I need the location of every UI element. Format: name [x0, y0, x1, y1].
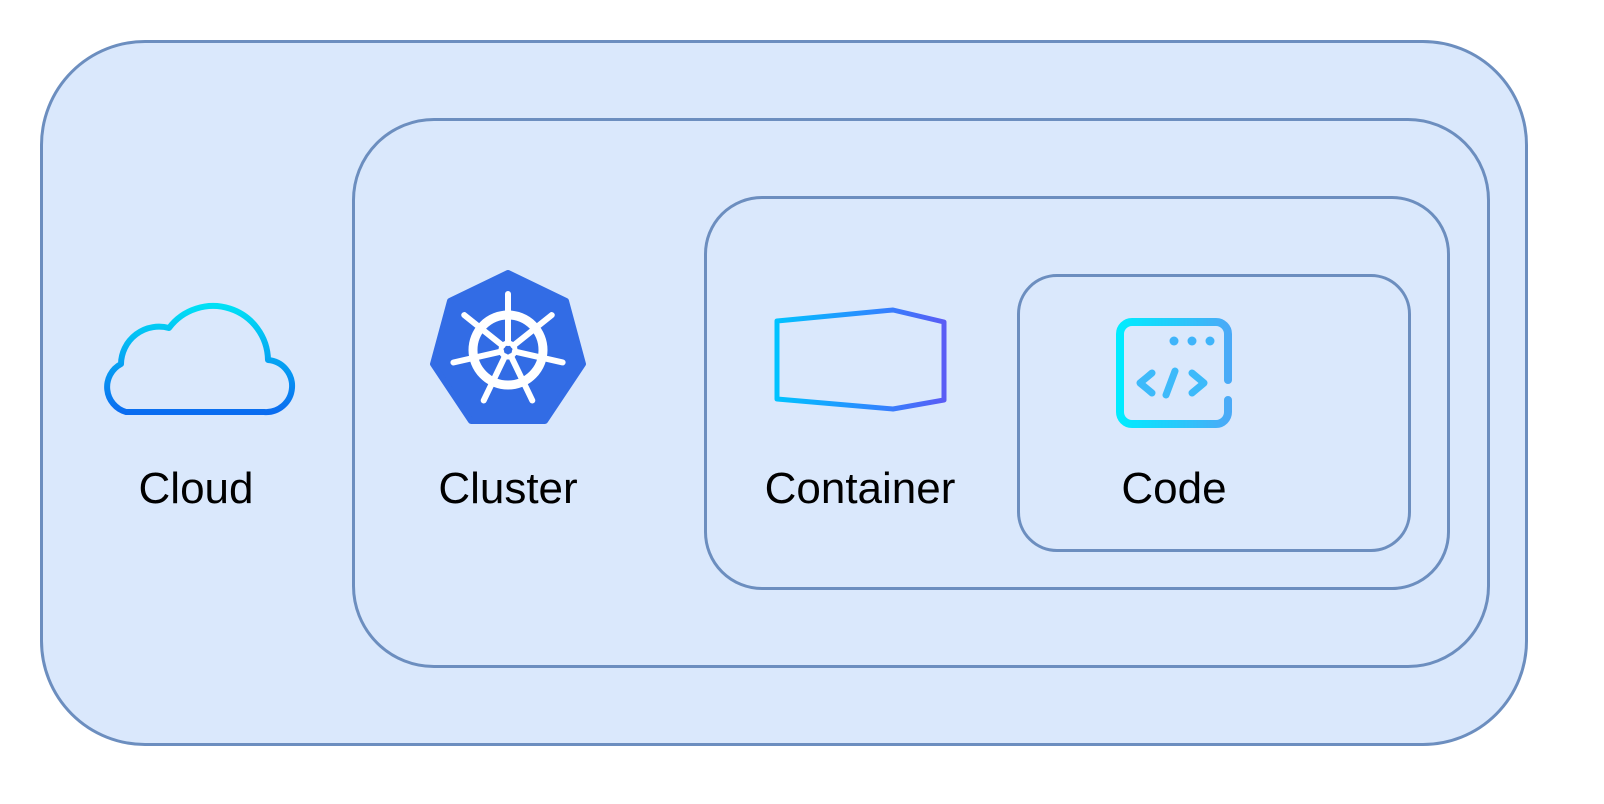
- shipping-container-icon: [774, 307, 947, 412]
- kubernetes-helm-icon: [430, 270, 586, 424]
- cluster-label: Cluster: [438, 464, 578, 513]
- cloud-label: Cloud: [138, 464, 254, 513]
- code-label: Code: [1121, 464, 1227, 513]
- container-label: Container: [764, 464, 956, 513]
- cloud-icon: [104, 303, 295, 416]
- code-window-icon: [1116, 318, 1232, 428]
